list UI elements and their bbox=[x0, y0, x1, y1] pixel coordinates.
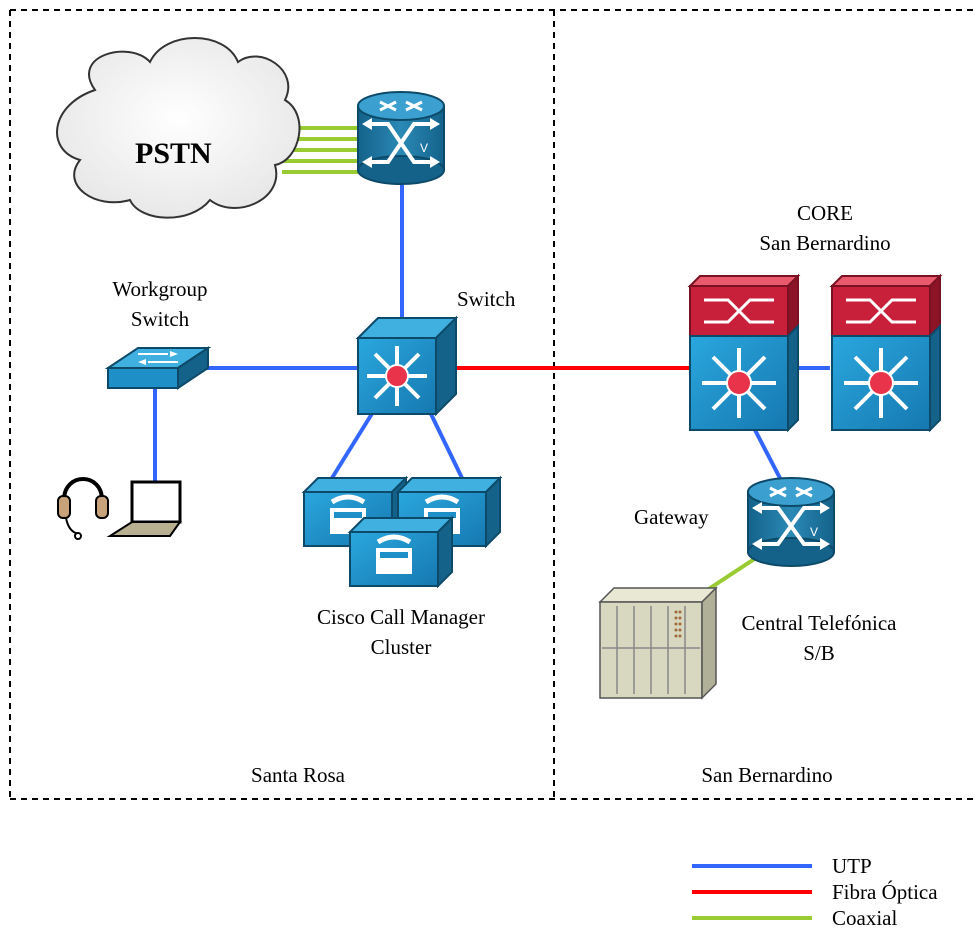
site-label-san-bernardino: San Bernardino bbox=[701, 763, 833, 787]
svg-text:V: V bbox=[420, 141, 428, 155]
switch-label: Switch bbox=[457, 287, 516, 311]
legend-label-coaxial: Coaxial bbox=[832, 906, 898, 930]
gateway-label: Gateway bbox=[634, 505, 709, 529]
core-switch-2-icon bbox=[829, 273, 943, 433]
svg-text:V: V bbox=[810, 525, 818, 539]
core-label-line1: CORE bbox=[796, 201, 853, 225]
pstn-label: PSTN bbox=[135, 137, 212, 170]
site-boundaries bbox=[9, 9, 976, 800]
central-label-line2: S/B bbox=[803, 641, 835, 665]
voice-router-icon: V bbox=[357, 91, 445, 185]
core-label-line2: San Bernardino bbox=[759, 231, 891, 255]
utp-switch-ccm2 bbox=[428, 411, 464, 479]
main-switch-icon bbox=[355, 315, 459, 417]
call-manager-cluster-icon bbox=[301, 475, 503, 589]
site-label-santa-rosa: Santa Rosa bbox=[251, 763, 345, 787]
legend-swatch-fibra bbox=[692, 890, 812, 894]
workgroup-switch-label-line2: Switch bbox=[130, 307, 190, 331]
call-manager-label-line2: Cluster bbox=[370, 635, 432, 659]
call-manager-label-line1: Cisco Call Manager bbox=[317, 605, 485, 629]
utp-switch-ccm1 bbox=[330, 410, 375, 480]
gateway-router-icon: V bbox=[747, 477, 835, 567]
laptop-icon bbox=[106, 480, 182, 537]
workgroup-switch-icon bbox=[104, 346, 212, 390]
legend-swatch-coaxial bbox=[692, 916, 812, 920]
pstn-cloud-icon bbox=[56, 37, 301, 219]
legend-label-utp: UTP bbox=[832, 854, 872, 878]
headset-icon bbox=[57, 477, 109, 540]
utp-core-gateway bbox=[753, 429, 784, 483]
legend-label-fibra: Fibra Óptica bbox=[832, 880, 938, 904]
pbx-cabinet-icon bbox=[598, 586, 718, 700]
central-label-line1: Central Telefónica bbox=[741, 611, 897, 635]
core-switch-1-icon bbox=[687, 273, 801, 433]
workgroup-switch-label-line1: Workgroup bbox=[112, 277, 208, 301]
legend-swatch-utp bbox=[692, 864, 812, 868]
